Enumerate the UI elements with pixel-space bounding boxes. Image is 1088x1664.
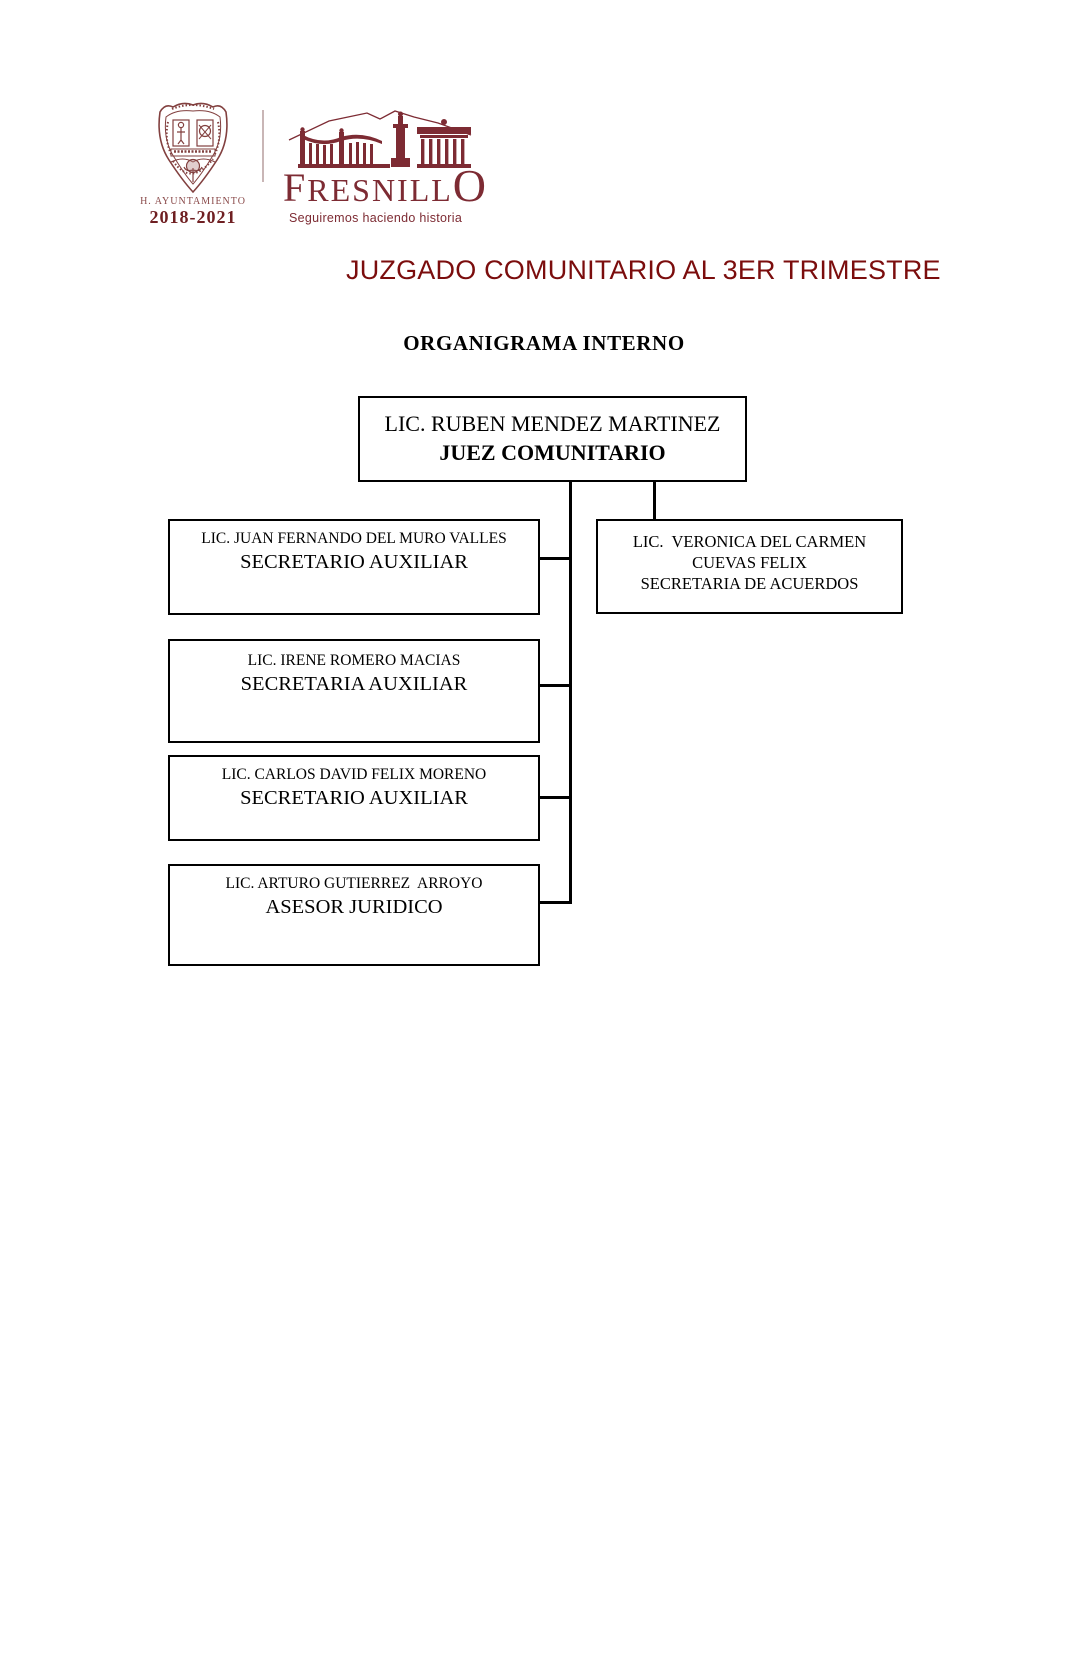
org-node-name: LIC. ARTURO GUTIERREZ ARROYO	[225, 875, 483, 892]
org-node-role: JUEZ COMUNITARIO	[439, 440, 666, 465]
brand-wordmark-f: F	[283, 165, 308, 210]
crest-caption: H. AYUNTAMIENTO	[140, 196, 246, 207]
org-node-secretaria-de-acuerdos: LIC. VERONICA DEL CARMEN CUEVAS FELIX SE…	[596, 519, 903, 614]
org-node-name-line2: CUEVAS FELIX	[692, 553, 807, 572]
brand-wordmark-o: O	[452, 160, 489, 211]
org-node-secretaria-auxiliar-2: LIC. IRENE ROMERO MACIAS SECRETARIA AUXI…	[168, 639, 540, 743]
org-node-role: SECRETARIA AUXILIAR	[240, 673, 468, 695]
brand-wordmark: FRESNILLO	[283, 163, 486, 215]
org-node-asesor-juridico: LIC. ARTURO GUTIERREZ ARROYO ASESOR JURI…	[168, 864, 540, 966]
connector-stub-arturo	[540, 901, 571, 904]
org-node-juez-comunitario: LIC. RUBEN MENDEZ MARTINEZ JUEZ COMUNITA…	[358, 396, 747, 482]
connector-stub-carlos	[540, 796, 571, 799]
connector-stub-irene	[540, 684, 571, 687]
org-node-name: LIC. JUAN FERNANDO DEL MURO VALLES	[201, 530, 507, 547]
page-title: JUZGADO COMUNITARIO AL 3ER TRIMESTRE	[346, 255, 941, 285]
brand-wordmark-mid: RESNILL	[307, 172, 453, 208]
connector-stub-juan	[540, 557, 571, 560]
org-node-secretario-auxiliar-3: LIC. CARLOS DAVID FELIX MORENO SECRETARI…	[168, 755, 540, 841]
org-node-role: SECRETARIA DE ACUERDOS	[640, 574, 859, 593]
brand-logo: FRESNILLO Seguiremos haciendo historia	[283, 108, 486, 225]
brand-tagline: Seguiremos haciendo historia	[289, 211, 463, 225]
org-node-role: SECRETARIO AUXILIAR	[240, 551, 468, 573]
logo-divider	[262, 110, 264, 182]
org-node-role: ASESOR JURIDICO	[265, 896, 443, 918]
org-node-name: LIC. CARLOS DAVID FELIX MORENO	[221, 766, 487, 783]
page-subtitle: ORGANIGRAMA INTERNO	[403, 331, 685, 355]
connector-vertical-right	[653, 481, 656, 521]
org-node-secretario-auxiliar-1: LIC. JUAN FERNANDO DEL MURO VALLES SECRE…	[168, 519, 540, 615]
connector-vertical-left	[569, 481, 572, 904]
org-node-name: LIC. RUBEN MENDEZ MARTINEZ	[384, 411, 721, 436]
municipal-crest-icon	[158, 102, 228, 194]
org-node-role: SECRETARIO AUXILIAR	[240, 787, 468, 809]
org-node-name: LIC. VERONICA DEL CARMEN	[632, 532, 867, 551]
org-node-name: LIC. IRENE ROMERO MACIAS	[247, 652, 461, 669]
crest-years: 2018-2021	[149, 207, 237, 227]
monument-skyline-icon	[288, 110, 472, 168]
